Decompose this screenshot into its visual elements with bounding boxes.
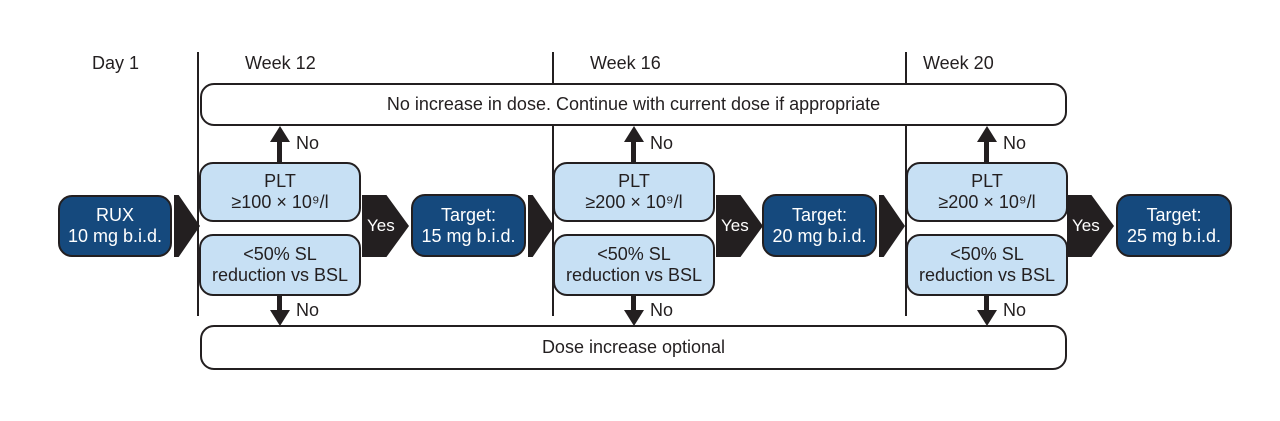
sl-line2: reduction vs BSL [211, 265, 349, 285]
rux-start-box: RUX 10 mg b.i.d. [58, 195, 172, 257]
arrow-down-icon [624, 310, 644, 326]
arrow-up-shaft [984, 140, 989, 163]
sl-line1: <50% SL [597, 244, 671, 264]
yes-arrow-week20: Yes [1067, 195, 1114, 257]
yes-arrow-week12: Yes [362, 195, 409, 257]
sl-line1: <50% SL [950, 244, 1024, 264]
target-line2: 20 mg b.i.d. [772, 225, 867, 246]
sl-line2: reduction vs BSL [918, 265, 1056, 285]
arrow-up-shaft [277, 140, 282, 163]
target-box-20mg: Target: 20 mg b.i.d. [762, 194, 877, 257]
yes-label: Yes [367, 216, 395, 235]
timeline-label-day1: Day 1 [92, 53, 140, 73]
target-box-15mg: Target: 15 mg b.i.d. [411, 194, 526, 257]
target-line2: 15 mg b.i.d. [421, 225, 516, 246]
arrow-down-icon [977, 310, 997, 326]
target-line2: 25 mg b.i.d. [1126, 225, 1222, 246]
target-line1: Target: [1146, 204, 1202, 225]
sl-line1: <50% SL [243, 244, 317, 264]
sl-criteria-box-week12: <50% SL reduction vs BSL [199, 234, 361, 296]
sl-line2: reduction vs BSL [565, 265, 703, 285]
no-label-bottom-week16: No [650, 300, 674, 320]
no-label-bottom-week20: No [1003, 300, 1027, 320]
sl-criteria-box-week16: <50% SL reduction vs BSL [553, 234, 715, 296]
arrow-down-shaft [277, 296, 282, 312]
plt-line2: ≥200 × 10⁹/l [585, 192, 683, 212]
no-label-top-week12: No [296, 133, 320, 153]
timeline-label-week20: Week 20 [923, 53, 994, 73]
no-label-top-week20: No [1003, 133, 1027, 153]
arrow-down-shaft [984, 296, 989, 312]
no-increase-banner: No increase in dose. Continue with curre… [200, 83, 1067, 126]
plt-line1: PLT [264, 171, 296, 191]
plt-line1: PLT [618, 171, 650, 191]
arrow-up-shaft [631, 140, 636, 163]
arrow-down-icon [270, 310, 290, 326]
plt-line2: ≥200 × 10⁹/l [938, 192, 1036, 212]
no-label-top-week16: No [650, 133, 674, 153]
rux-start-line2: 10 mg b.i.d. [67, 226, 163, 246]
arrow-up-icon [977, 126, 997, 142]
plt-line2: ≥100 × 10⁹/l [231, 192, 329, 212]
yes-label: Yes [721, 216, 749, 235]
target-line1: Target: [791, 204, 848, 225]
timeline-label-week16: Week 16 [590, 53, 661, 73]
sl-criteria-box-week20: <50% SL reduction vs BSL [906, 234, 1068, 296]
dose-increase-optional-banner: Dose increase optional [200, 325, 1067, 370]
arrow-down-shaft [631, 296, 636, 312]
rux-start-line1: RUX [95, 205, 134, 225]
plt-criteria-box-week12: PLT ≥100 × 10⁹/l [199, 162, 361, 222]
plt-criteria-box-week20: PLT ≥200 × 10⁹/l [906, 162, 1068, 222]
yes-label: Yes [1072, 216, 1100, 235]
arrow-up-icon [270, 126, 290, 142]
no-label-bottom-week12: No [296, 300, 320, 320]
plt-criteria-box-week16: PLT ≥200 × 10⁹/l [553, 162, 715, 222]
yes-arrow-week16: Yes [716, 195, 763, 257]
plt-line1: PLT [971, 171, 1003, 191]
flow-arrow-icon [528, 195, 554, 257]
target-box-25mg: Target: 25 mg b.i.d. [1116, 194, 1232, 257]
timeline-label-week12: Week 12 [245, 53, 316, 73]
target-line1: Target: [440, 204, 497, 225]
week-divider-line-1 [197, 52, 199, 316]
arrow-up-icon [624, 126, 644, 142]
flow-arrow-icon [879, 195, 905, 257]
